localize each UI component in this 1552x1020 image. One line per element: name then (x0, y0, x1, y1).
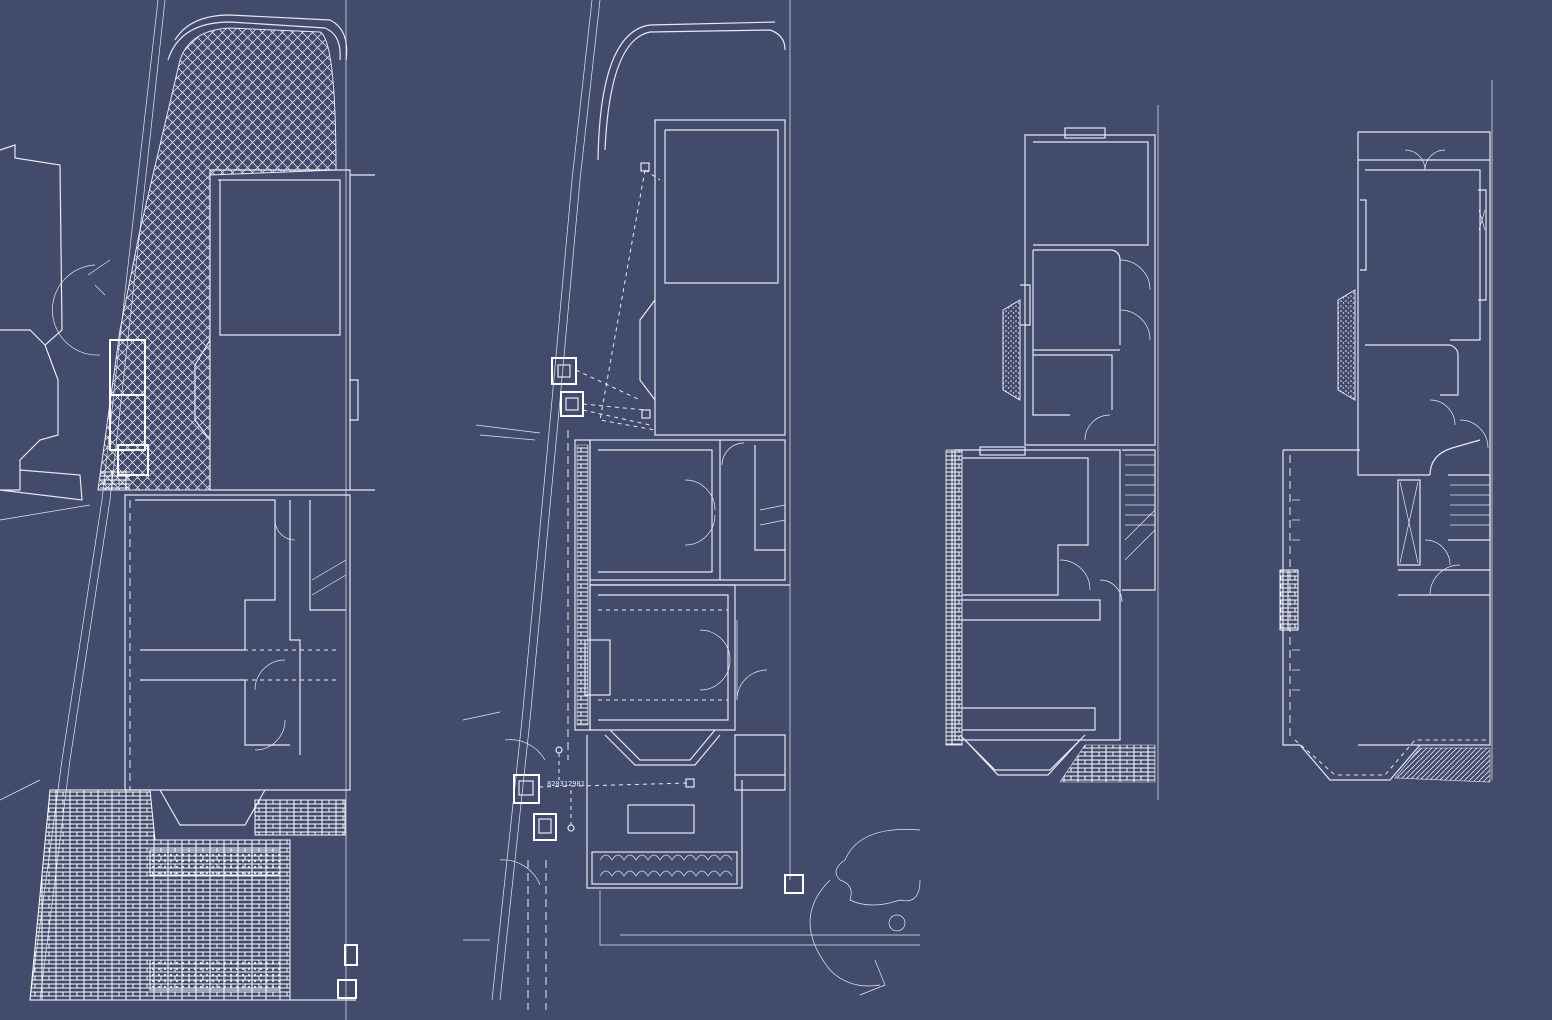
floor-plan-lower (1279, 80, 1493, 783)
drain-annotation-label: 820312981 (547, 780, 585, 788)
site-plan-proposed: 820312981 (462, 0, 921, 1010)
site-plan-existing (0, 0, 375, 1020)
floor-plan-upper (945, 105, 1159, 800)
